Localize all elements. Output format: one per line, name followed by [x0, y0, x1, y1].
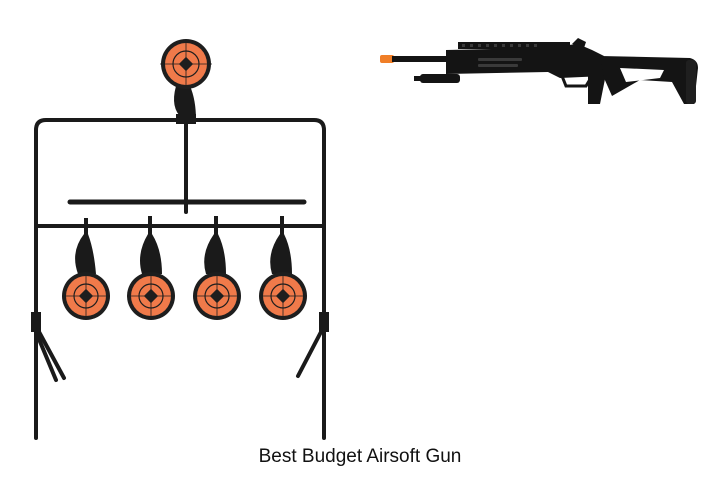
top-target [160, 39, 212, 124]
airsoft-rifle [380, 38, 698, 104]
hanging-targets [62, 216, 307, 320]
right-brace [296, 328, 324, 378]
hanging-target-4 [259, 216, 307, 320]
hanging-target-3 [193, 216, 241, 320]
pistol-grip [588, 74, 606, 104]
buttpad [686, 60, 696, 104]
muzzle-tip [380, 55, 394, 63]
top-target-mount [176, 114, 196, 124]
left-brace [36, 328, 66, 380]
hanging-target-1 [62, 218, 110, 320]
top-target-paddle [174, 86, 196, 120]
tactical-light [420, 74, 460, 83]
receiver [540, 44, 604, 78]
top-rail [458, 42, 570, 49]
image-caption: Best Budget Airsoft Gun [258, 446, 462, 467]
left-leg [34, 320, 58, 438]
stock [600, 56, 698, 104]
barrel [392, 56, 458, 62]
left-leg-clamp [31, 312, 41, 332]
hanging-target-2 [127, 216, 175, 320]
right-leg-clamp [319, 312, 329, 332]
